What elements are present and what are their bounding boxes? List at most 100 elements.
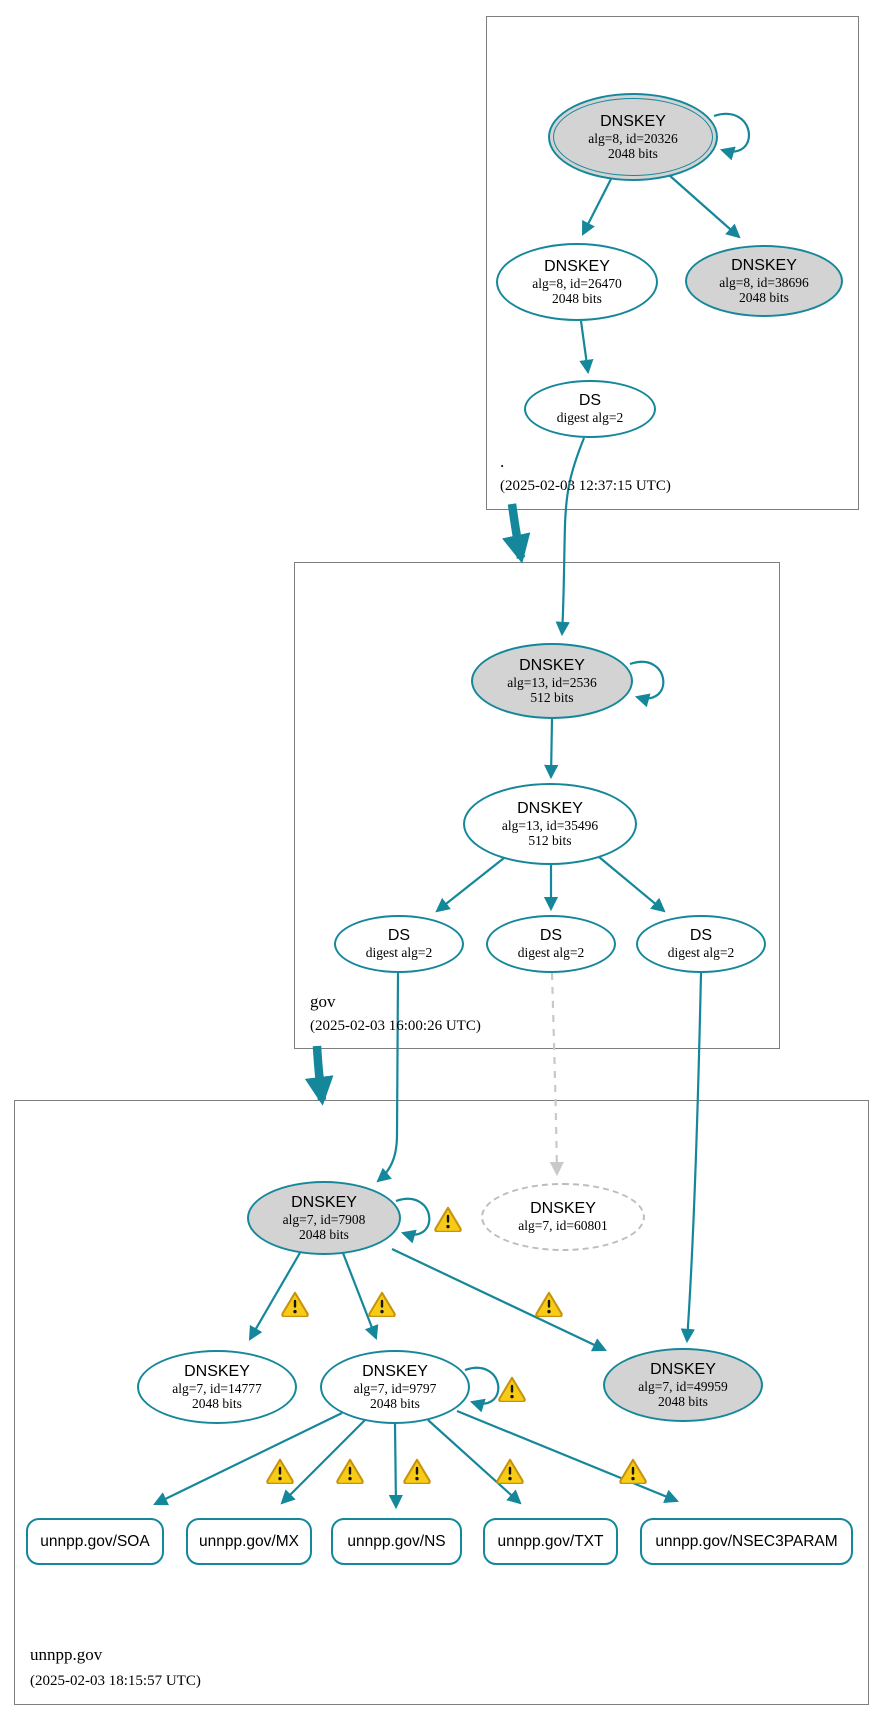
node-bits: 2048 bits	[299, 1226, 349, 1242]
edge-root-ksk-to-zsk	[582, 178, 612, 236]
edge-unnpp-zsk-to-soa	[153, 1412, 343, 1506]
node-detail: digest alg=2	[517, 945, 585, 961]
edge-root-ds-to-gov-ksk	[555, 437, 586, 637]
node-detail: alg=7, id=9797	[353, 1380, 437, 1396]
edge-root-ksk-selfloop	[713, 112, 751, 161]
zone-name-root: .	[500, 452, 505, 471]
node-gov-ds1[interactable]: DS digest alg=2	[334, 915, 464, 973]
node-title: DNSKEY	[600, 112, 666, 130]
node-dnskey-26470[interactable]: DNSKEY alg=8, id=26470 2048 bits	[496, 243, 658, 321]
node-bits: 512 bits	[530, 689, 574, 705]
edge-root-delegation-to-gov	[502, 503, 531, 564]
node-detail: alg=13, id=2536	[507, 674, 597, 690]
node-detail: digest alg=2	[556, 410, 624, 426]
node-dnskey-60801[interactable]: DNSKEY alg=7, id=60801	[481, 1183, 645, 1251]
edge-gov-zsk-to-ds1	[435, 857, 505, 913]
edge-unnpp-zsk-to-nsec3param	[456, 1409, 679, 1504]
node-title: DNSKEY	[530, 1200, 596, 1218]
node-dnskey-7908[interactable]: DNSKEY alg=7, id=7908 2048 bits	[247, 1181, 401, 1255]
node-bits: 2048 bits	[739, 289, 789, 305]
edge-gov-zsk-to-ds3	[598, 856, 666, 913]
warning-icon	[534, 1290, 564, 1317]
warning-icon	[367, 1290, 397, 1317]
edge-unnpp-zsk-to-txt	[427, 1419, 522, 1505]
node-dnskey-20326[interactable]: DNSKEY alg=8, id=20326 2048 bits	[548, 93, 718, 181]
zone-box-root	[486, 16, 859, 510]
edge-unnpp-zsk-selfloop	[464, 1366, 500, 1413]
node-detail: alg=7, id=7908	[282, 1211, 366, 1227]
edge-unnpp-ksk-to-zsk9797	[341, 1252, 379, 1340]
rrset-ns[interactable]: unnpp.gov/NS	[331, 1518, 462, 1565]
rrset-nsec3param[interactable]: unnpp.gov/NSEC3PARAM	[640, 1518, 853, 1565]
node-detail: alg=7, id=14777	[172, 1380, 262, 1396]
node-bits: 2048 bits	[192, 1395, 242, 1411]
rrset-mx[interactable]: unnpp.gov/MX	[186, 1518, 312, 1565]
edge-gov-ds3-to-key49959	[680, 972, 703, 1344]
warning-icon	[265, 1457, 295, 1484]
warning-icon	[280, 1290, 310, 1317]
edge-gov-ksk-selfloop	[629, 660, 665, 708]
warning-icon	[335, 1457, 365, 1484]
node-detail: alg=7, id=60801	[518, 1218, 608, 1234]
rrset-soa[interactable]: unnpp.gov/SOA	[26, 1518, 164, 1565]
node-title: DS	[689, 927, 713, 945]
node-dnskey-14777[interactable]: DNSKEY alg=7, id=14777 2048 bits	[137, 1350, 297, 1424]
warning-icon	[618, 1457, 648, 1484]
zone-timestamp-unnpp-gov: (2025-02-03 18:15:57 UTC)	[30, 1673, 201, 1689]
node-title: DNSKEY	[517, 799, 583, 817]
node-title: DNSKEY	[731, 256, 797, 274]
zone-timestamp-root: (2025-02-03 12:37:15 UTC)	[500, 478, 671, 494]
edge-unnpp-ksk-selfloop	[395, 1197, 431, 1244]
node-dnskey-9797[interactable]: DNSKEY alg=7, id=9797 2048 bits	[320, 1350, 470, 1424]
node-title: DNSKEY	[291, 1193, 357, 1211]
node-title: DS	[387, 927, 411, 945]
node-bits: 2048 bits	[370, 1395, 420, 1411]
node-bits: 2048 bits	[552, 290, 602, 306]
node-title: DNSKEY	[519, 656, 585, 674]
zone-box-gov	[294, 562, 780, 1049]
edge-root-zsk-to-ds	[579, 320, 594, 375]
node-detail: alg=13, id=35496	[501, 817, 599, 833]
node-bits: 512 bits	[528, 832, 572, 848]
edge-unnpp-ksk-to-key49959	[391, 1248, 607, 1352]
rrset-label: unnpp.gov/NSEC3PARAM	[655, 1532, 838, 1550]
node-gov-ds2[interactable]: DS digest alg=2	[486, 915, 616, 973]
node-detail: alg=8, id=20326	[588, 130, 678, 146]
node-dnskey-38696[interactable]: DNSKEY alg=8, id=38696 2048 bits	[685, 245, 843, 317]
node-bits: 2048 bits	[658, 1393, 708, 1409]
rrset-label: unnpp.gov/NS	[347, 1532, 446, 1550]
rrset-label: unnpp.gov/SOA	[40, 1532, 150, 1550]
node-dnskey-2536[interactable]: DNSKEY alg=13, id=2536 512 bits	[471, 643, 633, 719]
rrset-txt[interactable]: unnpp.gov/TXT	[483, 1518, 618, 1565]
node-dnskey-49959[interactable]: DNSKEY alg=7, id=49959 2048 bits	[603, 1348, 763, 1422]
warning-icon	[402, 1457, 432, 1484]
edge-root-ksk-to-key38696	[668, 174, 741, 239]
node-title: DNSKEY	[544, 257, 610, 275]
edge-gov-ds1-to-unnpp-ksk	[376, 972, 400, 1183]
node-title: DS	[578, 392, 602, 410]
edge-gov-ds2-to-key60801-dashed	[549, 972, 564, 1177]
warning-icon	[495, 1457, 525, 1484]
node-detail: alg=8, id=38696	[719, 274, 809, 290]
edge-unnpp-zsk-to-ns	[388, 1423, 404, 1510]
node-gov-ds3[interactable]: DS digest alg=2	[636, 915, 766, 973]
node-detail: digest alg=2	[667, 945, 735, 961]
node-dnskey-35496[interactable]: DNSKEY alg=13, id=35496 512 bits	[463, 783, 637, 865]
node-title: DNSKEY	[184, 1362, 250, 1380]
node-root-ds[interactable]: DS digest alg=2	[524, 380, 656, 438]
node-detail: digest alg=2	[365, 945, 433, 961]
edge-gov-ksk-to-zsk	[544, 718, 559, 780]
edge-unnpp-ksk-to-key14777	[248, 1250, 302, 1341]
zone-box-unnpp-gov	[14, 1100, 869, 1705]
zone-timestamp-gov: (2025-02-03 16:00:26 UTC)	[310, 1018, 481, 1034]
warning-icon	[497, 1375, 527, 1402]
node-title: DNSKEY	[362, 1362, 428, 1380]
edge-gov-delegation-to-unnpp	[304, 1045, 334, 1106]
node-detail: alg=7, id=49959	[638, 1378, 728, 1394]
node-bits: 2048 bits	[608, 145, 658, 161]
node-title: DNSKEY	[650, 1360, 716, 1378]
node-title: DS	[539, 927, 563, 945]
rrset-label: unnpp.gov/MX	[199, 1532, 299, 1550]
